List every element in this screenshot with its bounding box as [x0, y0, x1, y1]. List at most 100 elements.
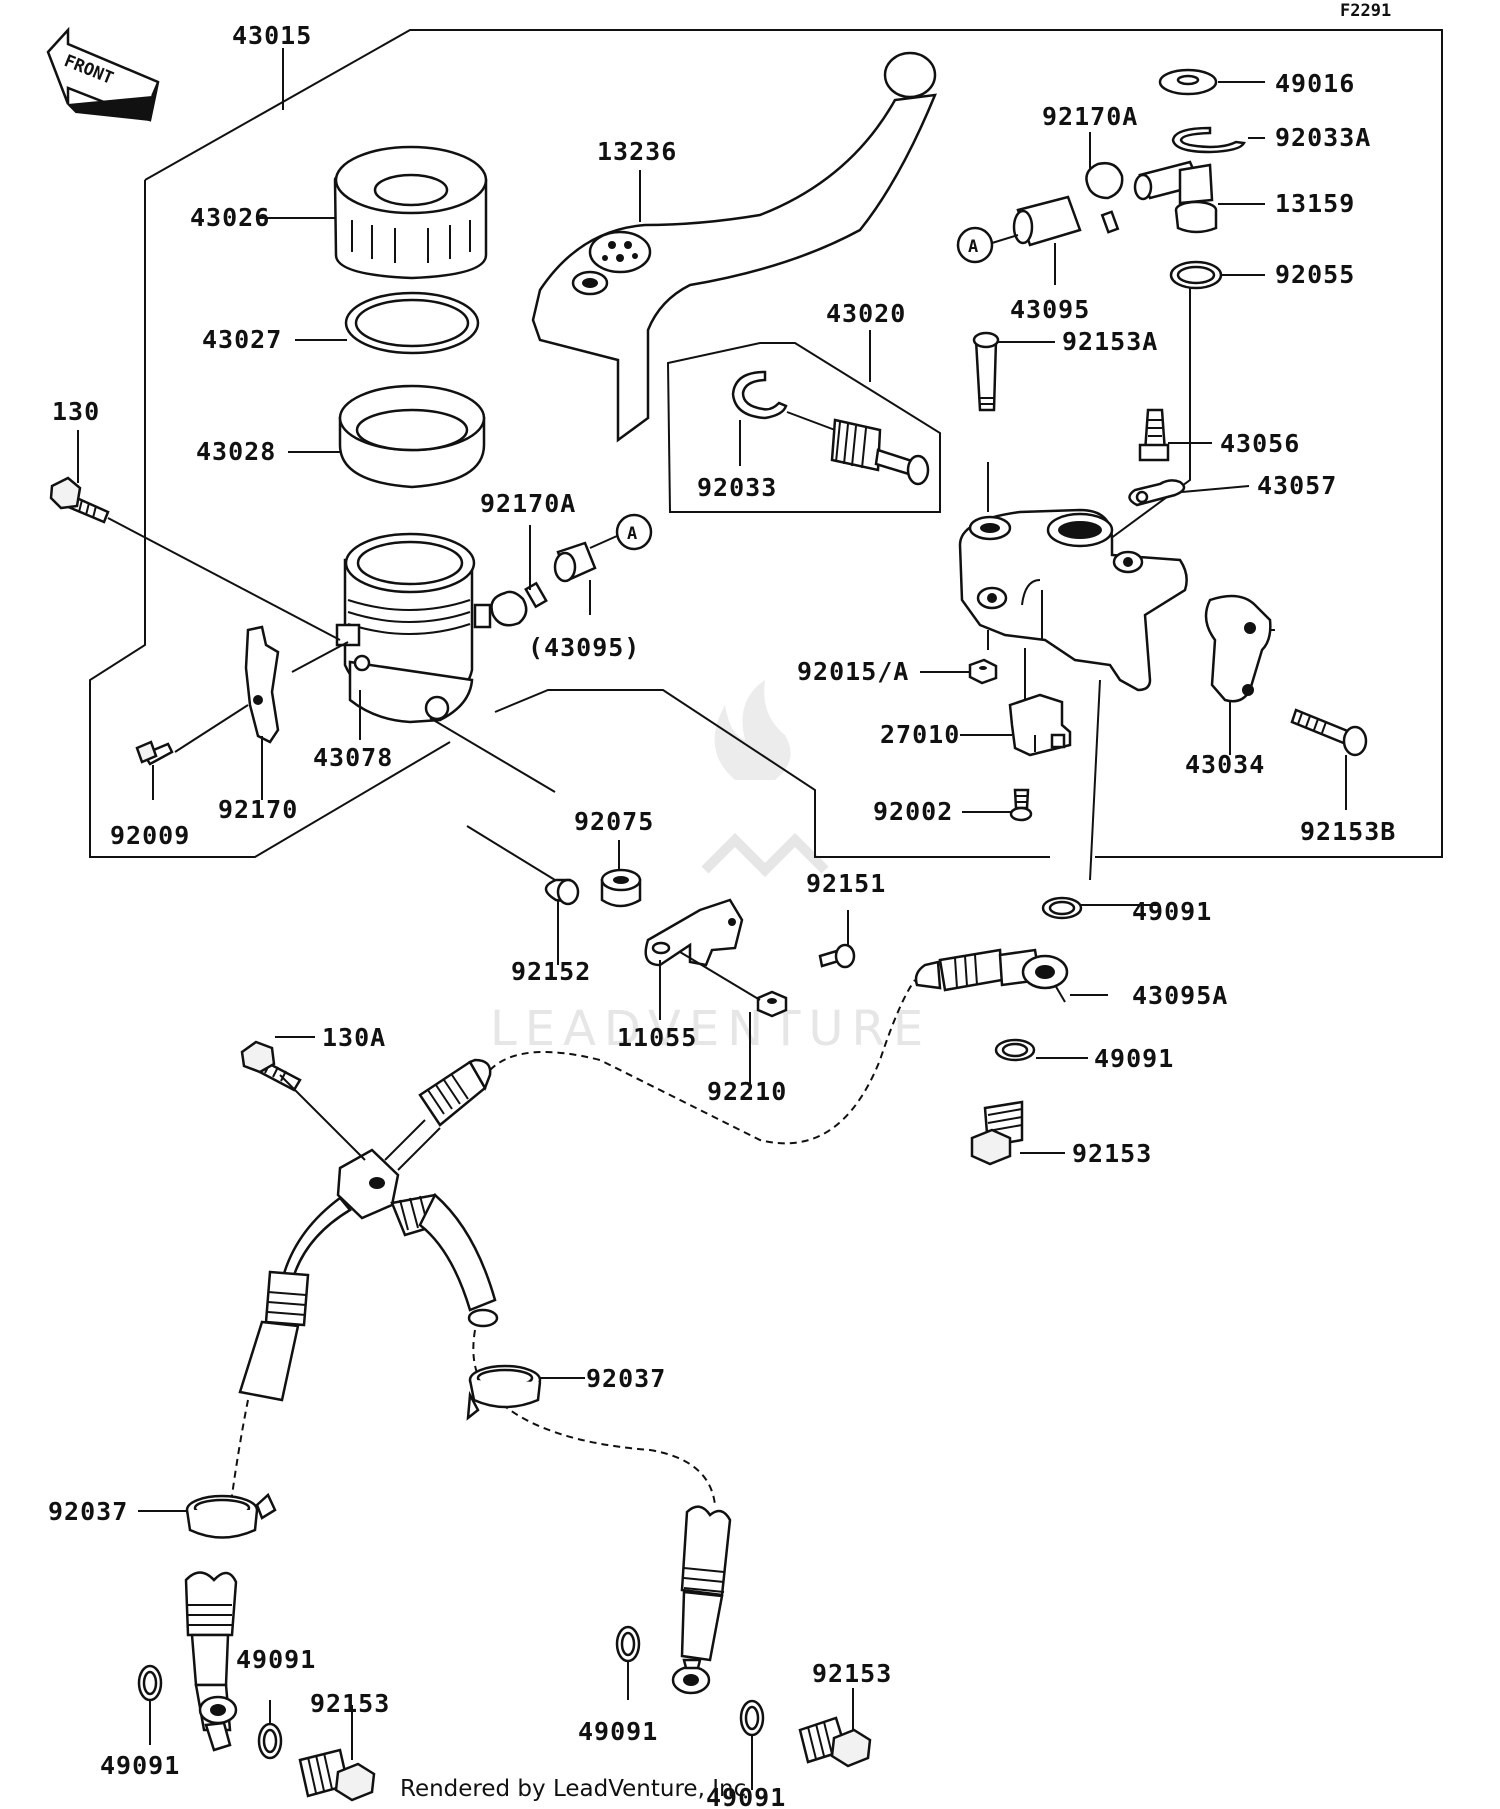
washers-lower	[137, 1625, 765, 1760]
part-label-43095: 43095	[1010, 295, 1090, 324]
part-label-43015: 43015	[232, 21, 312, 50]
part-label-92153b: 92153B	[1300, 817, 1396, 846]
pivot-bolt	[972, 331, 1000, 412]
part-label-49091-upper: 49091	[1132, 897, 1212, 926]
part-label-43078: 43078	[313, 743, 393, 772]
part-label-92153-bottom-left: 92153	[310, 1689, 390, 1718]
clamp-bolt	[1290, 708, 1368, 757]
handlebar-clamp	[1204, 594, 1272, 703]
brake-hose-upper	[384, 979, 916, 1171]
reservoir-hose-short	[553, 541, 597, 583]
part-label-92210: 92210	[707, 1077, 787, 1106]
leader-lines	[77, 81, 1347, 1790]
part-label-49091-bottom-center: 49091	[578, 1717, 658, 1746]
figure-code: F2291	[1340, 1, 1391, 21]
bleeder-valve	[1138, 408, 1170, 462]
part-label-43095-paren: (43095)	[528, 633, 640, 662]
part-label-92055: 92055	[1275, 260, 1355, 289]
hose-joint-bolt	[240, 1040, 302, 1092]
part-label-130a: 130A	[322, 1023, 386, 1052]
banjo-bolt-lower-left	[298, 1748, 376, 1802]
part-label-49091-bottom-left-1: 49091	[100, 1751, 180, 1780]
callout-a-left: A	[589, 513, 653, 551]
callout-a-text: A	[968, 237, 978, 257]
circlip-top	[1171, 126, 1246, 154]
part-label-92170: 92170	[218, 795, 298, 824]
bracket-bolt	[818, 943, 856, 969]
footer-credit: Rendered by LeadVenture, Inc.	[400, 1776, 754, 1802]
brake-hose-lower-right	[671, 1505, 732, 1695]
bracket-nut	[756, 990, 788, 1018]
part-label-92170a-left: 92170A	[480, 489, 576, 518]
bleeder-cap	[1128, 479, 1186, 507]
hose-fitting-top	[1133, 160, 1218, 234]
part-label-92033: 92033	[697, 473, 777, 502]
reservoir-hose-right	[1012, 195, 1082, 247]
washer-mid	[994, 1038, 1036, 1062]
master-cylinder-body	[958, 508, 1188, 692]
part-label-43095a: 43095A	[1132, 981, 1228, 1010]
part-label-43028: 43028	[196, 437, 276, 466]
part-label-49091-bottom-right: 49091	[706, 1783, 786, 1809]
brake-hose-left-branch	[229, 1196, 352, 1511]
banjo-bolt-mid	[970, 1100, 1024, 1166]
part-label-49091-mid: 49091	[1094, 1044, 1174, 1073]
part-label-43027: 43027	[202, 325, 282, 354]
part-label-92033a: 92033A	[1275, 123, 1371, 152]
part-label-49016: 49016	[1275, 69, 1355, 98]
part-label-92153-mid: 92153	[1072, 1139, 1152, 1168]
cap-washer-top	[1158, 68, 1218, 96]
part-label-92075: 92075	[574, 807, 654, 836]
part-label-13236: 13236	[597, 137, 677, 166]
piston-circlip	[731, 370, 788, 420]
diaphragm-plate	[344, 291, 480, 355]
brake-light-switch	[1008, 693, 1072, 757]
reservoir-tank	[335, 532, 492, 724]
part-label-43056: 43056	[1220, 429, 1300, 458]
watermark-text: LEADVENTURE	[490, 1001, 931, 1057]
callout-a-right: A	[956, 226, 1019, 264]
hose-clamp-left-lower	[185, 1492, 277, 1539]
assembly-outlines	[89, 29, 1443, 858]
reservoir-bracket	[244, 625, 280, 744]
part-label-92170a-right: 92170A	[1042, 102, 1138, 131]
part-label-92153-bottom-right: 92153	[812, 1659, 892, 1688]
part-label-49091-bottom-left-2: 49091	[236, 1645, 316, 1674]
brake-lever	[531, 51, 937, 443]
part-label-92015a: 92015/A	[797, 657, 909, 686]
leadventure-watermark: LEADVENTURE	[490, 680, 931, 1057]
hose-clamp-right	[1085, 162, 1124, 234]
part-label-92152: 92152	[511, 957, 591, 986]
part-label-11055: 11055	[617, 1023, 697, 1052]
part-label-27010: 27010	[880, 720, 960, 749]
part-labels: 43015 43026 43027 43028 130 92170A (4309…	[48, 21, 1396, 1809]
reservoir-screw	[135, 740, 174, 766]
diaphragm	[338, 384, 486, 489]
o-ring-top	[1169, 260, 1223, 290]
banjo-bolt-lower-right	[798, 1716, 872, 1768]
part-label-92037-center: 92037	[586, 1364, 666, 1393]
part-label-130: 130	[52, 397, 100, 426]
brake-hose-right-branch	[390, 1192, 716, 1506]
damper-rubber	[600, 868, 642, 908]
switch-screw	[1009, 788, 1033, 822]
brake-hose-lower-left	[184, 1571, 238, 1752]
part-label-43020: 43020	[826, 299, 906, 328]
part-label-43034: 43034	[1185, 750, 1265, 779]
part-label-43026: 43026	[190, 203, 270, 232]
hose-bracket	[644, 898, 744, 967]
body-nut	[968, 658, 998, 685]
piston-assembly	[786, 411, 930, 486]
part-label-92153a: 92153A	[1062, 327, 1158, 356]
hose-clamp-center	[466, 1364, 542, 1421]
washer-upper	[1041, 896, 1083, 920]
part-label-43057: 43057	[1257, 471, 1337, 500]
hose-clamp-left	[490, 581, 548, 627]
part-label-92037-left: 92037	[48, 1497, 128, 1526]
banjo-fitting-upper	[914, 948, 1069, 1003]
reservoir-mount-bolt	[49, 476, 110, 524]
reservoir-cap	[333, 145, 488, 280]
front-arrow-icon: FRONT	[46, 26, 160, 122]
callout-a-text: A	[627, 524, 637, 544]
